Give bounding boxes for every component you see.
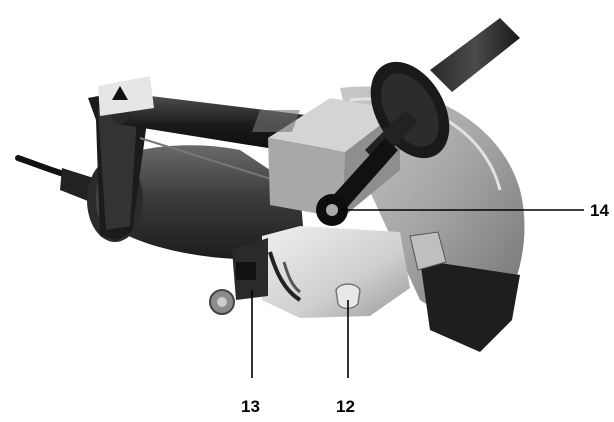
guard-housing-block (268, 98, 400, 152)
spindle-lock (335, 283, 361, 310)
callout-12: 12 (336, 397, 355, 416)
callout-14: 14 (590, 201, 609, 220)
gearbox-housing (262, 226, 410, 318)
warning-label (98, 76, 154, 116)
callout-13: 13 (241, 397, 260, 416)
side-handle-grip (430, 18, 520, 92)
guard-lower-shroud (420, 260, 520, 352)
